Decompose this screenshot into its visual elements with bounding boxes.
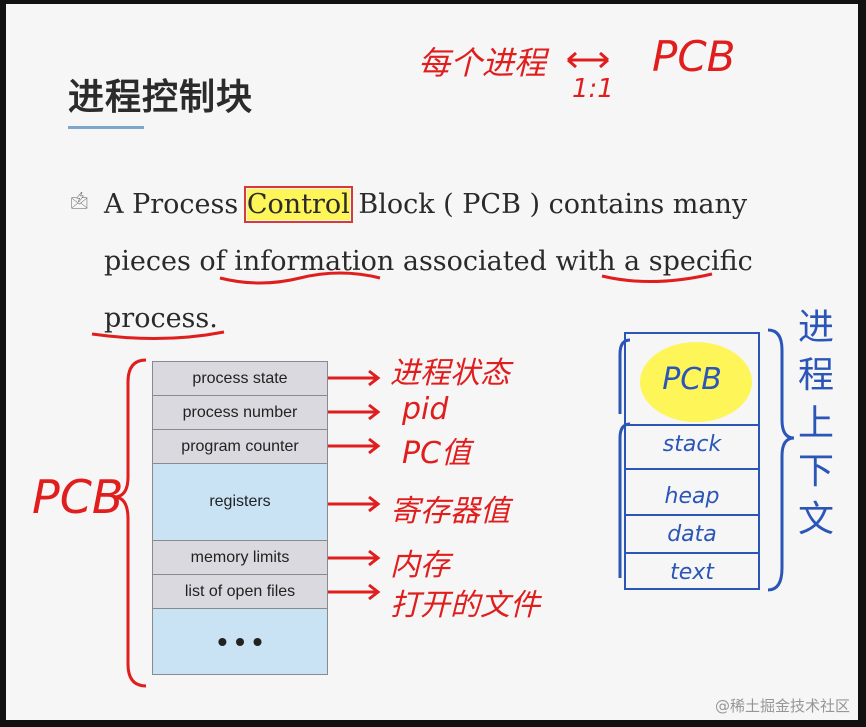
pcb-left-brace xyxy=(113,358,147,688)
side-label-char: 下 xyxy=(798,451,835,492)
pcb-highlight-blob xyxy=(640,342,752,422)
underline-specific xyxy=(601,272,713,284)
bullet-icon: 🖄 xyxy=(70,193,89,212)
note-pcb: PCB xyxy=(652,32,736,81)
row-arrows xyxy=(328,369,381,601)
brace-label-pcb: PCB xyxy=(32,470,124,524)
side-label-char: 文 xyxy=(798,499,835,540)
note-each-process: 每个进程 xyxy=(418,44,547,82)
side-label-process-context: 进 程 上 下 文 xyxy=(798,304,838,544)
note-pc-value: PC值 xyxy=(402,436,472,471)
paragraph-part-3: pieces of information associated with a … xyxy=(104,246,753,277)
arrow-icon xyxy=(328,495,381,513)
note-one-to-one: 1:1 xyxy=(572,74,614,104)
stack-cell-text: text xyxy=(626,552,758,590)
side-label-char: 上 xyxy=(798,403,835,444)
note-open-files: 打开的文件 xyxy=(390,588,540,623)
arrow-icon xyxy=(328,437,381,455)
pcb-definition-paragraph: A Process Control Block ( PCB ) contains… xyxy=(104,176,753,347)
watermark: @稀土掘金技术社区 xyxy=(714,697,850,715)
paragraph-part-1: A Process xyxy=(104,189,247,220)
note-register-value: 寄存器值 xyxy=(390,494,510,529)
arrow-icon xyxy=(328,369,381,387)
lecture-slide: 进程控制块 🖄 A Process Control Block ( PCB ) … xyxy=(6,4,858,720)
double-arrow-icon xyxy=(567,51,609,69)
note-process-state: 进程状态 xyxy=(390,356,510,391)
paragraph-part-2: Block ( PCB ) contains many xyxy=(349,189,748,220)
pcb-row-process-state: process state xyxy=(153,362,327,396)
process-memory-box: PCB stack heap data text xyxy=(624,332,760,590)
pcb-table: process state process number program cou… xyxy=(152,361,328,675)
stack-cell-pcb: PCB xyxy=(662,362,722,397)
underline-information xyxy=(219,271,381,285)
arrow-icon xyxy=(328,583,381,601)
pcb-row-registers: registers xyxy=(153,464,327,541)
pcb-row-memory-limits: memory limits xyxy=(153,541,327,575)
arrow-icon xyxy=(328,549,381,567)
underline-process xyxy=(91,330,225,341)
paragraph-part-highlight: Control xyxy=(243,186,353,223)
inner-brace-top xyxy=(618,338,631,414)
side-label-char: 程 xyxy=(798,355,835,396)
paragraph-part-4: process. xyxy=(104,303,218,334)
note-pid: pid xyxy=(402,392,449,427)
pcb-row-process-number: process number xyxy=(153,396,327,430)
stack-cell-stack: stack xyxy=(626,424,758,468)
title-underline xyxy=(68,126,144,129)
pcb-row-ellipsis: • • • xyxy=(153,609,327,674)
arrow-icon xyxy=(328,403,381,421)
slide-title: 进程控制块 xyxy=(68,77,254,118)
stack-cell-data: data xyxy=(626,514,758,552)
handwriting-strokes xyxy=(91,51,795,688)
pcb-row-program-counter: program counter xyxy=(153,430,327,464)
stack-cell-heap: heap xyxy=(664,484,720,509)
pcb-row-open-files: list of open files xyxy=(153,575,327,609)
note-memory: 内存 xyxy=(390,548,450,583)
side-label-char: 进 xyxy=(798,307,835,348)
context-right-brace xyxy=(767,328,795,592)
